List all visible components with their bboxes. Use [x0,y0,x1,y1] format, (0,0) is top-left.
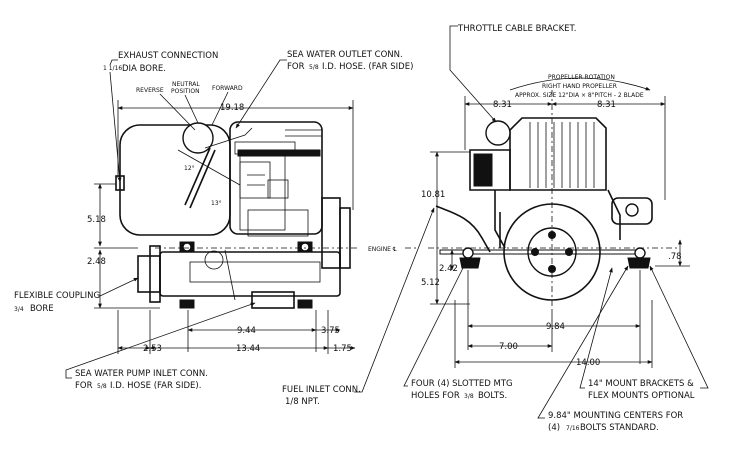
flex-mounts-label: FLEX MOUNTS OPTIONAL [588,391,695,401]
exhaust-bore-label: DIA BORE. [122,64,166,74]
sea-water-pump-hose: I.D. HOSE (FAR SIDE). [110,381,201,391]
side-view-engine-drawing [115,121,351,309]
sea-water-pump-fraction: 5/8 [97,383,107,390]
side-view: ENGINE ℄ EXHAUST CONNECTION 1 1/16 DIA B… [14,50,418,391]
sea-water-outlet-fraction: 5/8 [309,64,319,71]
slotted-holes-bolts: BOLTS. [478,391,507,401]
propeller-size-label: APPROX. SIZE 12"DIA × 8"PITCH - 2 BLADE [515,92,644,99]
sea-water-outlet-label: SEA WATER OUTLET CONN. [287,50,403,60]
flexible-coupling-bore: BORE [30,304,54,314]
side-view-dimensions: 19.18 5.18 2.48 9.44 3.75 2.53 13.44 1.7… [87,100,356,354]
sea-water-pump-for: FOR [75,381,93,391]
dim-end-bracket-width: 14.00 [576,358,600,368]
slotted-holes-fraction: 3/8 [464,393,474,400]
dim-height-above-centerline: 5.18 [87,215,106,225]
slotted-holes-for: HOLES FOR [411,391,460,401]
dim-end-below-centerline: 5.12 [421,278,440,288]
shift-neutral-label-2: POSITION [171,88,200,95]
dim-end-left-half: 8.31 [493,100,512,110]
exhaust-connection-label: EXHAUST CONNECTION [118,51,218,61]
propeller-hand-label: RIGHT HAND PROPELLER [542,83,617,90]
dim-overall-length: 19.18 [220,103,244,113]
dim-front-offset: 2.53 [143,344,162,354]
engine-centerline-label: ENGINE ℄ [368,246,397,253]
dim-end-mount-centers: 9.84 [546,322,565,332]
dim-flywheel: 1.75 [333,344,352,354]
shift-angle-13: 13° [211,200,222,207]
end-view-engine-drawing [435,117,653,301]
dim-mount-span: 9.44 [237,326,256,336]
flexible-coupling-fraction: 3/4 [14,306,24,313]
shift-neutral-label-1: NEUTRAL [172,81,200,88]
dim-end-mount-offset: .78 [668,252,682,262]
fuel-inlet-label: FUEL INLET CONN. [282,385,361,395]
shift-reverse-label: REVERSE [136,87,164,94]
dim-end-overall-height: 10.81 [421,190,445,200]
end-view: THROTTLE CABLE BRACKET. PROPELLER ROTATI… [282,24,709,433]
throttle-cable-bracket-label: THROTTLE CABLE BRACKET. [457,24,576,34]
dim-end-center-to-mount: 7.00 [499,342,518,352]
fuel-inlet-thread: 1/8 NPT. [285,397,320,407]
dim-rear-to-mount: 3.75 [321,326,340,336]
shift-angle-12: 12° [184,165,195,172]
propeller-rotation-label: PROPELLER ROTATION [548,74,615,81]
shift-forward-label: FORWARD [212,85,243,92]
flexible-coupling-label: FLEXIBLE COUPLING [14,291,100,301]
dim-end-mount-height: 2.42 [439,264,458,274]
sea-water-outlet-hose: I.D. HOSE. (FAR SIDE) [322,62,413,72]
sea-water-outlet-for: FOR [287,62,305,72]
sea-water-pump-label: SEA WATER PUMP INLET CONN. [75,369,208,379]
mounting-centers-count: (4) [548,423,560,433]
end-view-dimensions: 8.31 8.31 10.81 2.42 5.12 .78 9.84 7.00 … [421,96,690,368]
mount-brackets-label: 14" MOUNT BRACKETS & [588,379,694,389]
mounting-centers-fraction: 7/16 [566,425,580,432]
dim-base-length: 13.44 [236,344,260,354]
mounting-centers-bolts: BOLTS STANDARD. [580,423,659,433]
slotted-holes-label: FOUR (4) SLOTTED MTG [411,379,513,389]
dim-end-right-half: 8.31 [597,100,616,110]
mounting-centers-label: 9.84" MOUNTING CENTERS FOR [548,411,683,421]
exhaust-bore-fraction: 1 1/16 [103,65,122,72]
dim-height-below-centerline: 2.48 [87,257,106,267]
